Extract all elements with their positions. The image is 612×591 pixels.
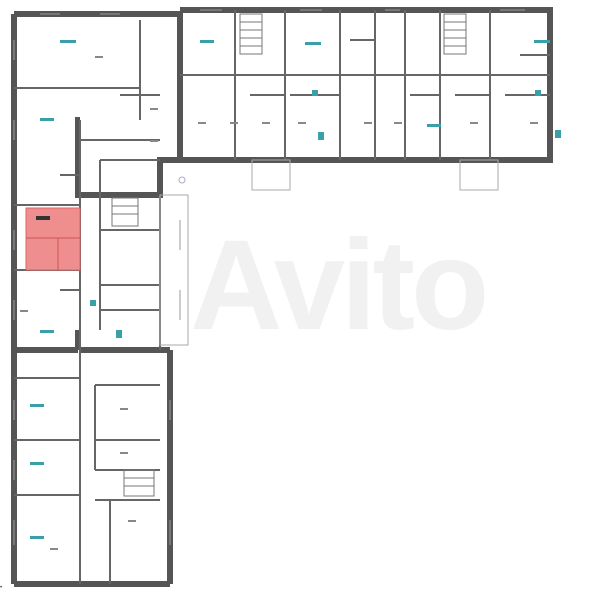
outer-walls	[11, 7, 553, 587]
apartment-label-tag	[36, 216, 50, 220]
footer-mark: •	[0, 585, 3, 591]
room-tags	[30, 40, 561, 539]
room-area-labels	[20, 56, 538, 550]
windows	[13, 9, 525, 545]
inner-walls	[14, 10, 550, 584]
entrance-marker	[178, 176, 186, 184]
highlighted-apartment[interactable]	[25, 207, 81, 271]
balconies	[159, 159, 499, 346]
stairwells	[111, 13, 467, 497]
